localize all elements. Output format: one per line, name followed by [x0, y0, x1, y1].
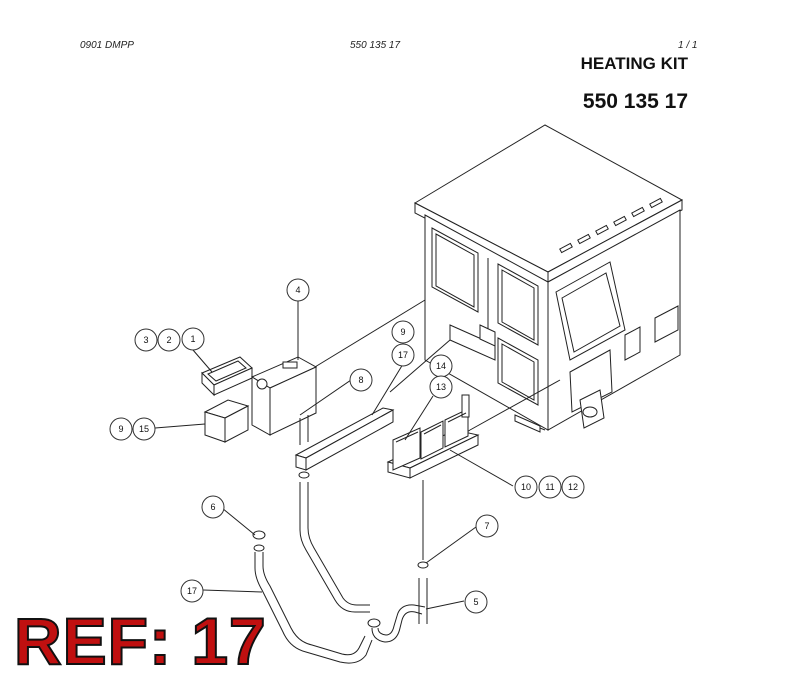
balloon-4: 4: [286, 278, 310, 302]
svg-text:6: 6: [210, 502, 215, 512]
part-number: 550 135 17: [582, 90, 688, 113]
doc-part-number: 550 135 17: [350, 40, 401, 51]
doc-code: 0901 DMPP: [80, 40, 134, 51]
svg-text:7: 7: [484, 521, 489, 531]
balloon-5: 5: [464, 590, 488, 614]
ref-label: REF: 17: [13, 604, 267, 678]
svg-text:13: 13: [436, 382, 446, 392]
svg-text:9: 9: [118, 424, 123, 434]
balloon-group: 3 2 1 4 9 17 8 14 13 9 15 10 11 12 6 7 1…: [109, 278, 585, 614]
svg-text:2: 2: [166, 335, 171, 345]
page-title: HEATING KIT: [580, 54, 688, 73]
balloon-6: 6: [201, 495, 225, 519]
balloon-2: 2: [157, 328, 181, 352]
balloon-3: 3: [134, 328, 158, 352]
balloon-10: 10: [514, 475, 538, 499]
balloon-7: 7: [475, 514, 499, 538]
svg-text:11: 11: [545, 482, 554, 492]
svg-text:8: 8: [358, 375, 363, 385]
svg-text:1: 1: [190, 334, 195, 344]
svg-text:5: 5: [473, 597, 478, 607]
balloon-11: 11: [538, 475, 562, 499]
svg-text:3: 3: [143, 335, 148, 345]
balloon-15: 15: [132, 417, 156, 441]
svg-text:9: 9: [400, 327, 405, 337]
balloon-14: 14: [429, 354, 453, 378]
svg-text:15: 15: [139, 424, 149, 434]
balloon-13: 13: [429, 375, 453, 399]
balloon-9-upper: 9: [391, 320, 415, 344]
balloon-12: 12: [561, 475, 585, 499]
svg-text:17: 17: [187, 586, 197, 596]
balloon-17-upper: 17: [391, 343, 415, 367]
svg-text:4: 4: [295, 285, 300, 295]
balloon-17-lower: 17: [180, 579, 204, 603]
svg-text:14: 14: [436, 361, 446, 371]
balloon-leaders: [154, 300, 514, 610]
balloon-1: 1: [181, 327, 205, 351]
parts-drawing: [201, 356, 480, 664]
svg-text:17: 17: [398, 350, 408, 360]
cab-drawing: [413, 124, 684, 433]
svg-text:12: 12: [568, 482, 578, 492]
svg-text:10: 10: [521, 482, 531, 492]
balloon-9-lower: 9: [109, 417, 133, 441]
page-indicator: 1 / 1: [678, 40, 698, 51]
balloon-8: 8: [349, 368, 373, 392]
